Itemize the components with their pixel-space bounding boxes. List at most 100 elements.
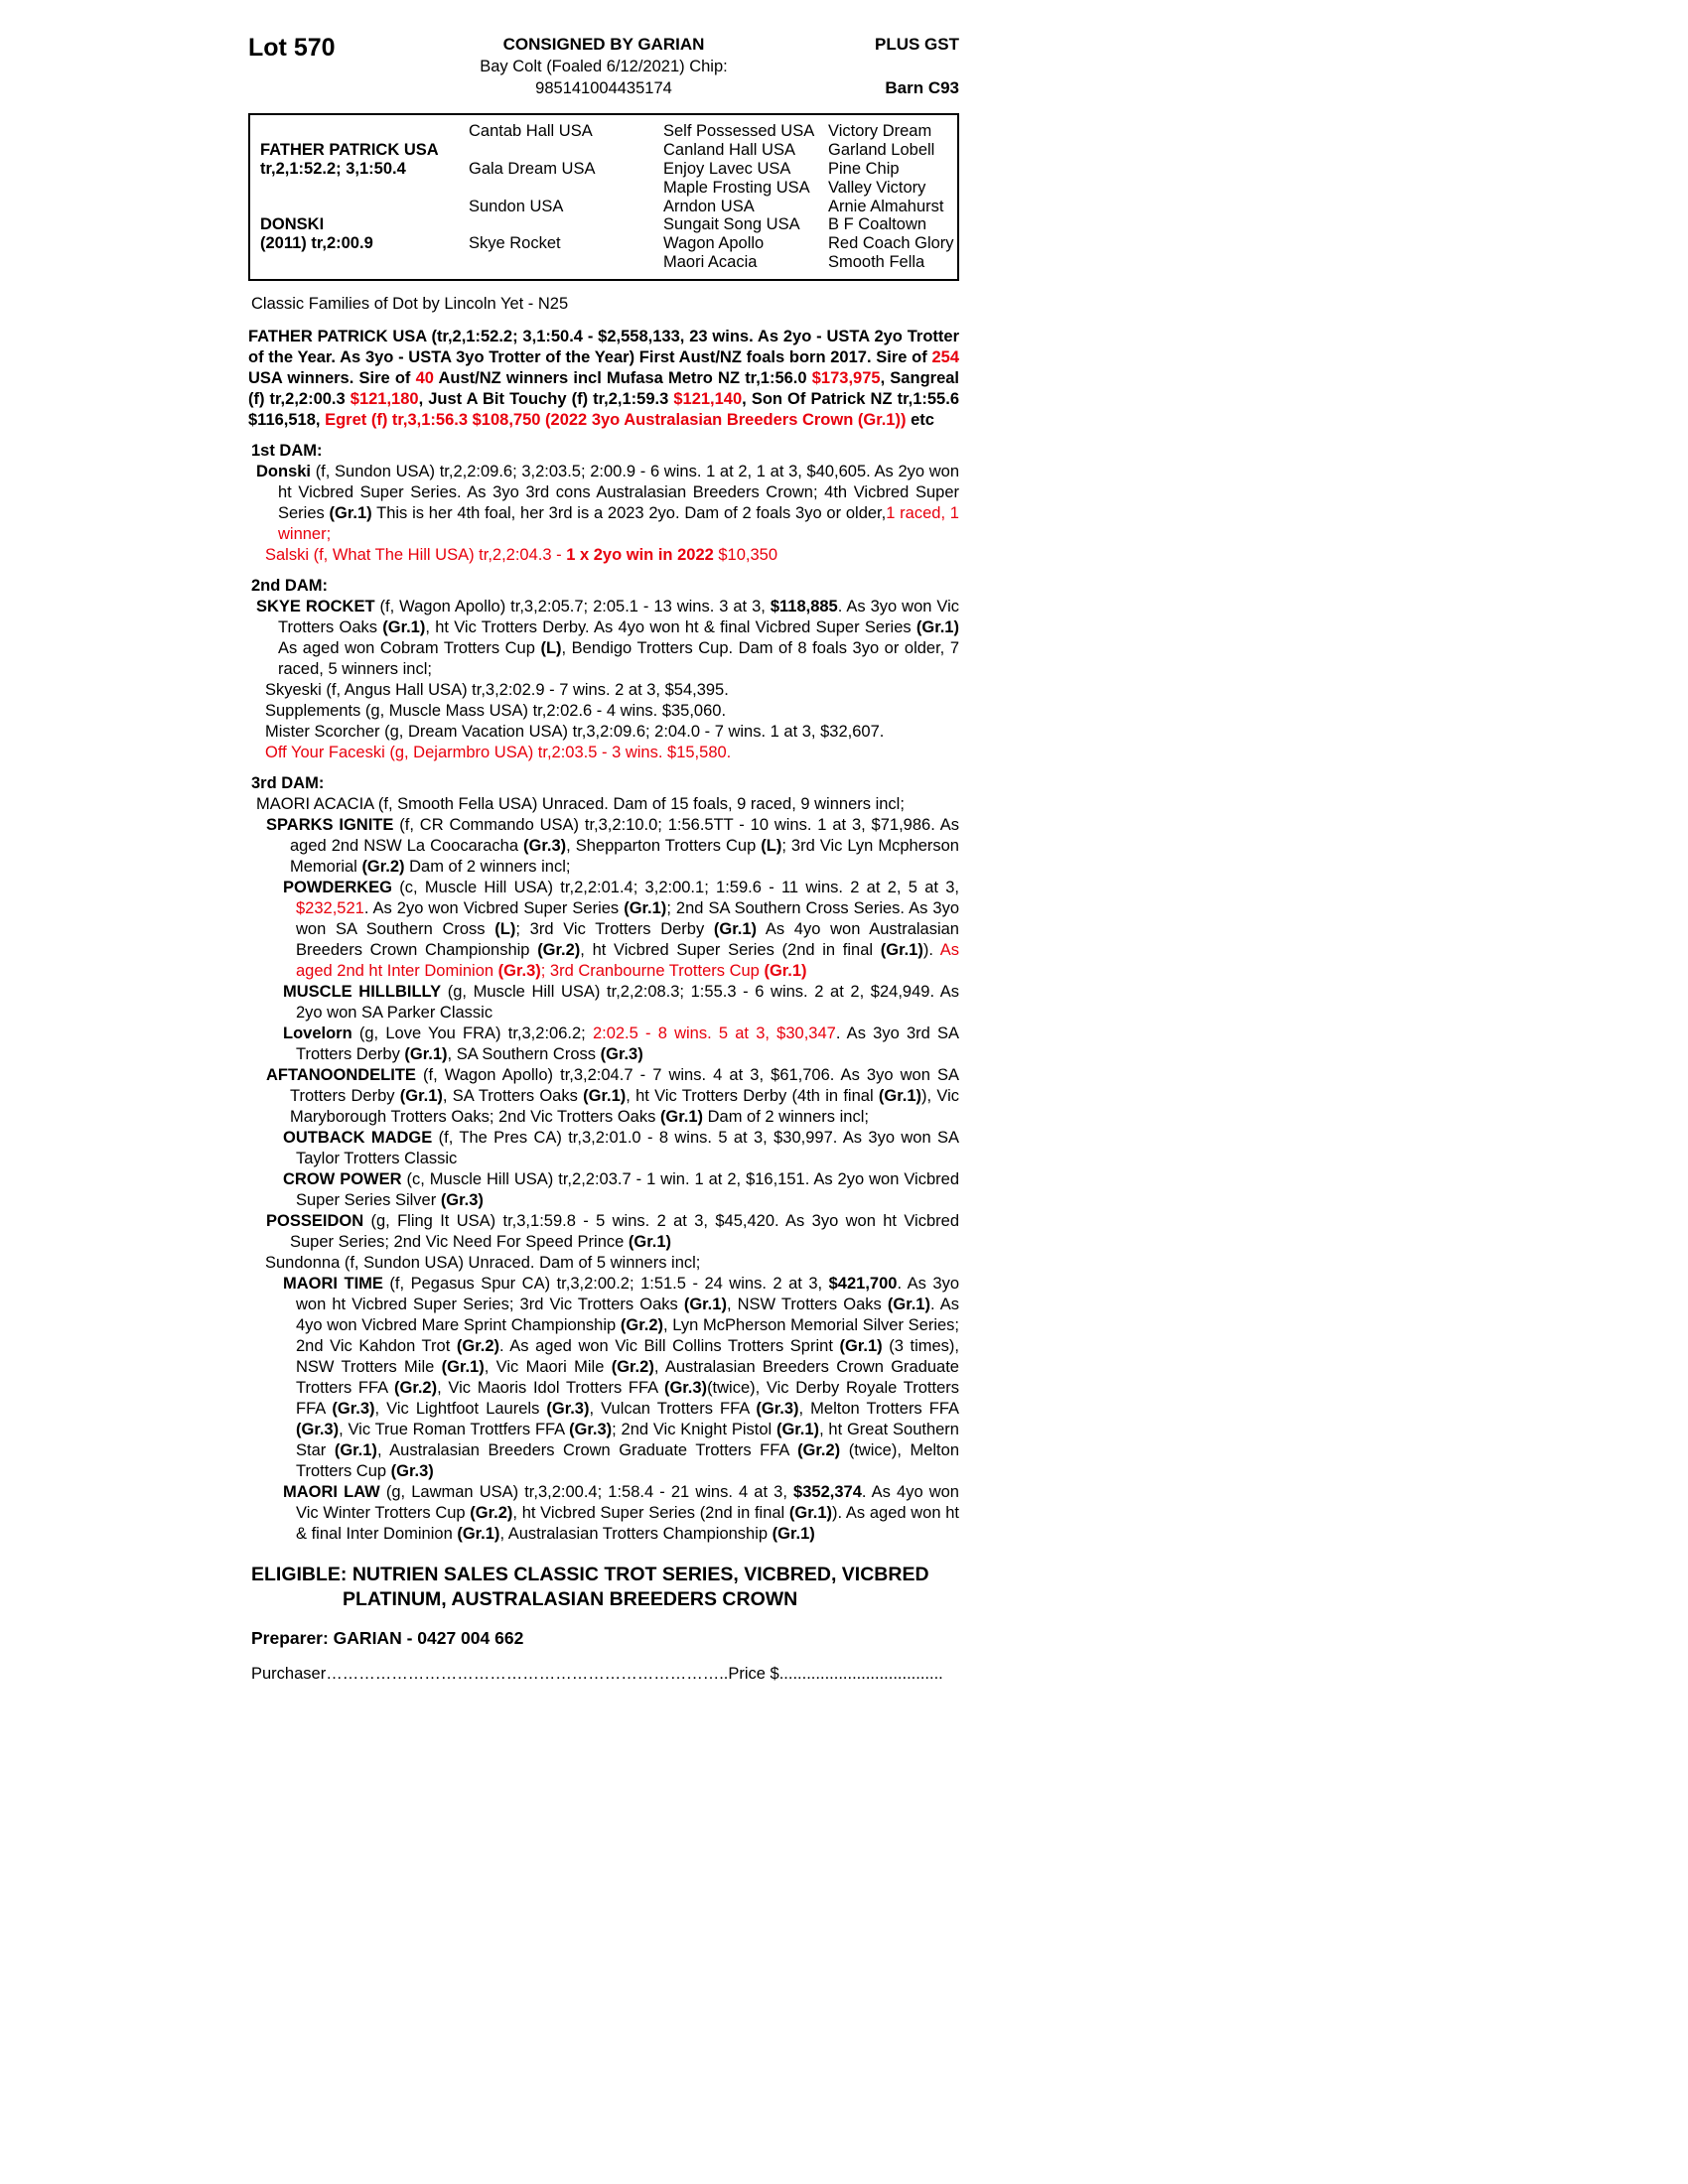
text-segment: , Vic Maori Mile xyxy=(484,1358,612,1377)
text-segment: (Gr.1) xyxy=(404,1045,448,1064)
text-segment: USA winners. Sire of xyxy=(248,369,416,388)
text-segment: ; 3rd Vic Trotters Derby xyxy=(515,920,714,939)
progeny-sparks-ignite: SPARKS IGNITE (f, CR Commando USA) tr,3,… xyxy=(266,815,959,878)
text-segment: ), Vic Maryborough Trotters Oaks; 2nd Vi… xyxy=(290,1087,959,1127)
lot-number: Lot 570 xyxy=(248,34,336,62)
pedigree-cell: Victory Dream xyxy=(828,122,932,140)
pedigree-cell: Maori Acacia xyxy=(663,253,758,272)
text-segment: etc xyxy=(906,411,934,430)
text-segment: (Gr.1) xyxy=(683,1296,727,1314)
text-segment: Supplements (g, Muscle Mass USA) tr,2:02… xyxy=(265,702,727,721)
horse-description: Bay Colt (Foaled 6/12/2021) Chip: 985141… xyxy=(480,58,728,97)
text-segment: MAORI LAW xyxy=(283,1483,380,1502)
text-segment: 2:02.5 - 8 wins. 5 at 3, $30,347 xyxy=(592,1024,836,1043)
text-segment: Dam of 2 winners incl; xyxy=(703,1108,869,1127)
text-segment: POSSEIDON xyxy=(266,1212,364,1231)
text-segment: (twice), Vic Derby Royale Trotters FFA xyxy=(296,1379,959,1419)
sire-summary: FATHER PATRICK USA (tr,2,1:52.2; 3,1:50.… xyxy=(248,327,959,431)
text-segment: (Gr.2) xyxy=(456,1337,499,1356)
text-segment: (Gr.2) xyxy=(611,1358,654,1377)
text-segment: (g, Lawman USA) tr,3,2:00.4; 1:58.4 - 21… xyxy=(379,1483,794,1502)
text-segment: As 4yo won Australasian Breeders Crown C… xyxy=(296,920,959,960)
text-segment: 1st DAM: xyxy=(251,442,323,461)
progeny-muscle-hillbilly: MUSCLE HILLBILLY (g, Muscle Hill USA) tr… xyxy=(283,982,959,1024)
text-segment: Preparer: GARIAN - 0427 004 662 xyxy=(251,1628,524,1649)
text-segment: MAORI ACACIA (f, Smooth Fella USA) Unrac… xyxy=(256,795,905,814)
text-segment: ; 2nd SA Southern Cross Series. As 3yo w… xyxy=(296,899,959,939)
text-segment: (Gr.3) xyxy=(663,1379,708,1398)
text-segment: (Gr.1) xyxy=(772,1525,815,1544)
progeny-powderkeg: POWDERKEG (c, Muscle Hill USA) tr,2,2:01… xyxy=(283,878,959,982)
text-segment: , ht Vic Trotters Derby. As 4yo won ht &… xyxy=(425,618,916,637)
text-segment: Off Your Faceski (g, Dejarmbro USA) tr,2… xyxy=(265,744,732,762)
text-segment: , Melton Trotters FFA xyxy=(798,1400,959,1419)
text-segment: AFTANOONDELITE xyxy=(266,1066,416,1085)
text-segment: (Gr.1) xyxy=(788,1504,833,1523)
text-segment: (f, The Pres CA) tr,3,2:01.0 - 8 wins. 5… xyxy=(296,1129,959,1168)
text-segment: , SA Southern Cross xyxy=(447,1045,601,1064)
text-segment: (Gr.1) xyxy=(878,1087,922,1106)
text-segment: (Gr.1) xyxy=(583,1087,627,1106)
dam-skye-rocket: SKYE ROCKET (f, Wagon Apollo) tr,3,2:05.… xyxy=(256,597,959,680)
text-segment: (Gr.1) xyxy=(628,1233,671,1252)
text-segment: (Gr.1) xyxy=(713,920,758,939)
pedigree-cell: Skye Rocket xyxy=(469,234,561,253)
text-segment: (Gr.3) xyxy=(440,1191,484,1210)
text-segment: (Gr.2) xyxy=(470,1504,513,1523)
text-segment: As aged won Cobram Trotters Cup xyxy=(278,639,541,658)
text-segment: SPARKS IGNITE xyxy=(266,816,394,835)
progeny-off-your-faceski: Off Your Faceski (g, Dejarmbro USA) tr,2… xyxy=(265,743,959,763)
text-segment: , ht Vicbred Super Series (2nd in final xyxy=(580,941,881,960)
pedigree-cell: tr,2,1:52.2; 3,1:50.4 xyxy=(260,159,406,178)
text-segment: , NSW Trotters Oaks xyxy=(726,1296,888,1314)
pedigree-cell: Smooth Fella xyxy=(828,253,925,272)
text-segment: ; 3rd Vic Lyn Mcpherson Memorial xyxy=(290,837,959,877)
text-segment: $121,180 xyxy=(350,390,419,409)
text-segment: , ht Vic Trotters Derby (4th in final xyxy=(626,1087,879,1106)
text-segment: MAORI TIME xyxy=(283,1275,383,1294)
text-segment: . As aged won Vic Bill Collins Trotters … xyxy=(499,1337,840,1356)
text-segment: CROW POWER xyxy=(283,1170,402,1189)
text-segment: Egret (f) tr,3,1:56.3 $108,750 (2022 3yo… xyxy=(325,411,907,430)
pedigree-cell: DONSKI xyxy=(260,215,325,234)
pedigree-cell: Arnie Almahurst xyxy=(828,197,944,215)
pedigree-cell: Garland Lobell xyxy=(828,140,935,159)
text-segment: , Lyn McPherson Memorial Silver Series; … xyxy=(296,1316,960,1356)
pedigree-cell: Sungait Song USA xyxy=(663,215,800,234)
text-segment: (Gr.2) xyxy=(620,1316,664,1335)
dam-donski: Donski (f, Sundon USA) tr,2,2:09.6; 3,2:… xyxy=(256,462,959,545)
eligible-line-1: ELIGIBLE: NUTRIEN SALES CLASSIC TROT SER… xyxy=(251,1563,959,1587)
text-segment: Skyeski (f, Angus Hall USA) tr,3,2:02.9 … xyxy=(265,681,729,700)
text-segment: (Gr.2) xyxy=(537,941,581,960)
page-content: Lot 570 CONSIGNED BY GARIAN Bay Colt (Fo… xyxy=(248,34,959,1685)
progeny-skyeski: Skyeski (f, Angus Hall USA) tr,3,2:02.9 … xyxy=(265,680,959,701)
text-segment: FATHER PATRICK USA (tr,2,1:52.2; 3,1:50.… xyxy=(248,328,959,367)
text-segment: Lovelorn xyxy=(283,1024,352,1043)
pedigree-cell: Gala Dream USA xyxy=(469,159,596,178)
text-segment: PLATINUM, AUSTRALASIAN BREEDERS CROWN xyxy=(343,1588,798,1611)
text-segment: (Gr.3) xyxy=(569,1421,613,1439)
text-segment: Donski xyxy=(256,463,312,481)
progeny-sundonna: Sundonna (f, Sundon USA) Unraced. Dam of… xyxy=(265,1253,959,1274)
text-segment: (Gr.1) xyxy=(887,1296,930,1314)
dam-maori-acacia: MAORI ACACIA (f, Smooth Fella USA) Unrac… xyxy=(256,794,959,815)
barn-number: Barn C93 xyxy=(885,78,959,97)
text-segment: (Gr.1) xyxy=(915,618,959,637)
text-segment: (g, Love You FRA) tr,3,2:06.2; xyxy=(352,1024,593,1043)
text-segment: Salski (f, What The Hill USA) tr,2,2:04.… xyxy=(265,546,567,565)
text-segment: This is her 4th foal, her 3rd is a 2023 … xyxy=(371,504,887,523)
progeny-outback-madge: OUTBACK MADGE (f, The Pres CA) tr,3,2:01… xyxy=(283,1128,959,1169)
text-segment: , Shepparton Trotters Cup xyxy=(566,837,762,856)
progeny-supplements: Supplements (g, Muscle Mass USA) tr,2:02… xyxy=(265,701,959,722)
eligible-line-2: PLATINUM, AUSTRALASIAN BREEDERS CROWN xyxy=(343,1587,959,1612)
text-segment: , Just A Bit Touchy (f) tr,2,1:59.3 xyxy=(418,390,674,409)
text-segment: 1 raced, 1 winner; xyxy=(278,504,959,544)
text-segment: . As 3yo won ht Vicbred Super Series; 3r… xyxy=(296,1275,959,1314)
progeny-mister-scorcher: Mister Scorcher (g, Dream Vacation USA) … xyxy=(265,722,959,743)
text-segment: Sundonna (f, Sundon USA) Unraced. Dam of… xyxy=(265,1254,701,1273)
text-segment: , Vic Maoris Idol Trotters FFA xyxy=(437,1379,664,1398)
text-segment: (Gr.3) xyxy=(296,1421,340,1439)
pedigree-text: FATHER PATRICK USA (tr,2,1:52.2; 3,1:50.… xyxy=(248,327,959,1685)
text-segment: (Gr.1) xyxy=(659,1108,704,1127)
